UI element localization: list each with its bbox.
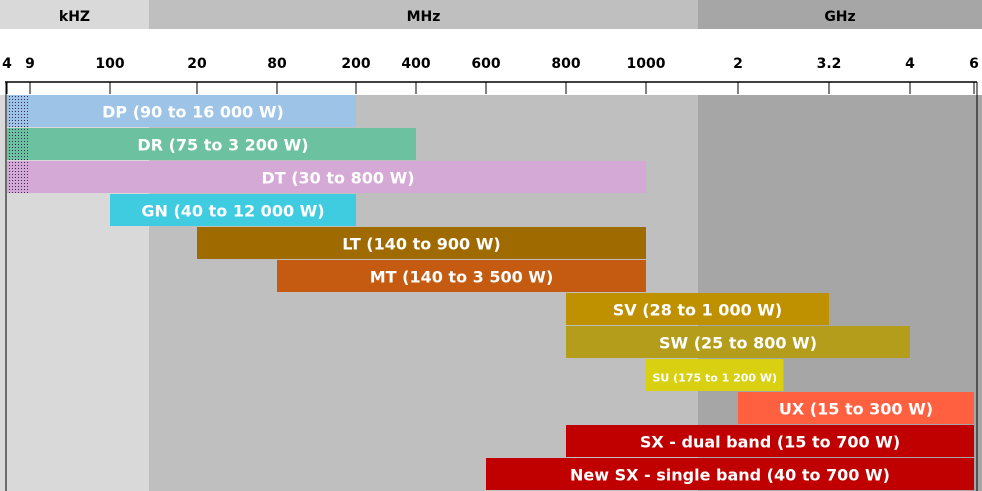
tick-label-8: 800 (551, 56, 580, 72)
bar-label-7: SW (25 to 800 W) (659, 334, 817, 353)
tick-label-13: 6 (969, 56, 979, 72)
tick-label-1: 9 (25, 56, 35, 72)
bar-label-1: DR (75 to 3 200 W) (137, 136, 308, 155)
bar-label-9: UX (15 to 300 W) (779, 400, 933, 419)
tick-label-5: 200 (341, 56, 370, 72)
bar-hatch-1 (7, 128, 30, 160)
bar-9 (738, 392, 974, 424)
tick-label-3: 20 (187, 56, 207, 72)
region-header-1 (149, 0, 698, 29)
bar-label-11: New SX - single band (40 to 700 W) (570, 466, 890, 485)
tick-label-9: 1000 (627, 56, 666, 72)
tick-label-2: 100 (95, 56, 124, 72)
region-label-1: MHz (407, 9, 441, 25)
bar-0 (7, 95, 356, 127)
region-label-2: GHz (824, 9, 855, 25)
bar-6 (566, 293, 829, 325)
bar-2 (7, 161, 646, 193)
bar-1 (7, 128, 416, 160)
bar-label-0: DP (90 to 16 000 W) (102, 103, 284, 122)
bar-label-3: GN (40 to 12 000 W) (141, 202, 324, 221)
tick-band (0, 29, 982, 95)
tick-label-0: 4 (2, 56, 12, 72)
bar-label-6: SV (28 to 1 000 W) (613, 301, 782, 320)
bar-label-4: LT (140 to 900 W) (342, 235, 500, 254)
tick-label-4: 80 (267, 56, 287, 72)
region-header-2 (698, 0, 982, 29)
bar-hatch-0 (7, 95, 30, 127)
bar-4 (197, 227, 646, 259)
bar-label-10: SX - dual band (15 to 700 W) (640, 433, 900, 452)
tick-label-10: 2 (733, 56, 743, 72)
bar-label-5: MT (140 to 3 500 W) (370, 268, 554, 287)
bar-3 (110, 194, 356, 226)
bar-hatch-2 (7, 161, 30, 193)
tick-label-6: 400 (401, 56, 430, 72)
region-header-0 (0, 0, 149, 29)
tick-label-7: 600 (471, 56, 500, 72)
bar-8 (646, 359, 784, 391)
bar-5 (277, 260, 646, 292)
bar-label-2: DT (30 to 800 W) (261, 169, 414, 188)
bar-label-8: SU (175 to 1 200 W) (652, 372, 777, 385)
bar-10 (566, 425, 974, 457)
tick-label-11: 3.2 (817, 56, 842, 72)
tick-label-12: 4 (905, 56, 915, 72)
region-label-0: kHZ (59, 9, 90, 25)
bar-7 (566, 326, 910, 358)
bar-11 (486, 458, 974, 490)
